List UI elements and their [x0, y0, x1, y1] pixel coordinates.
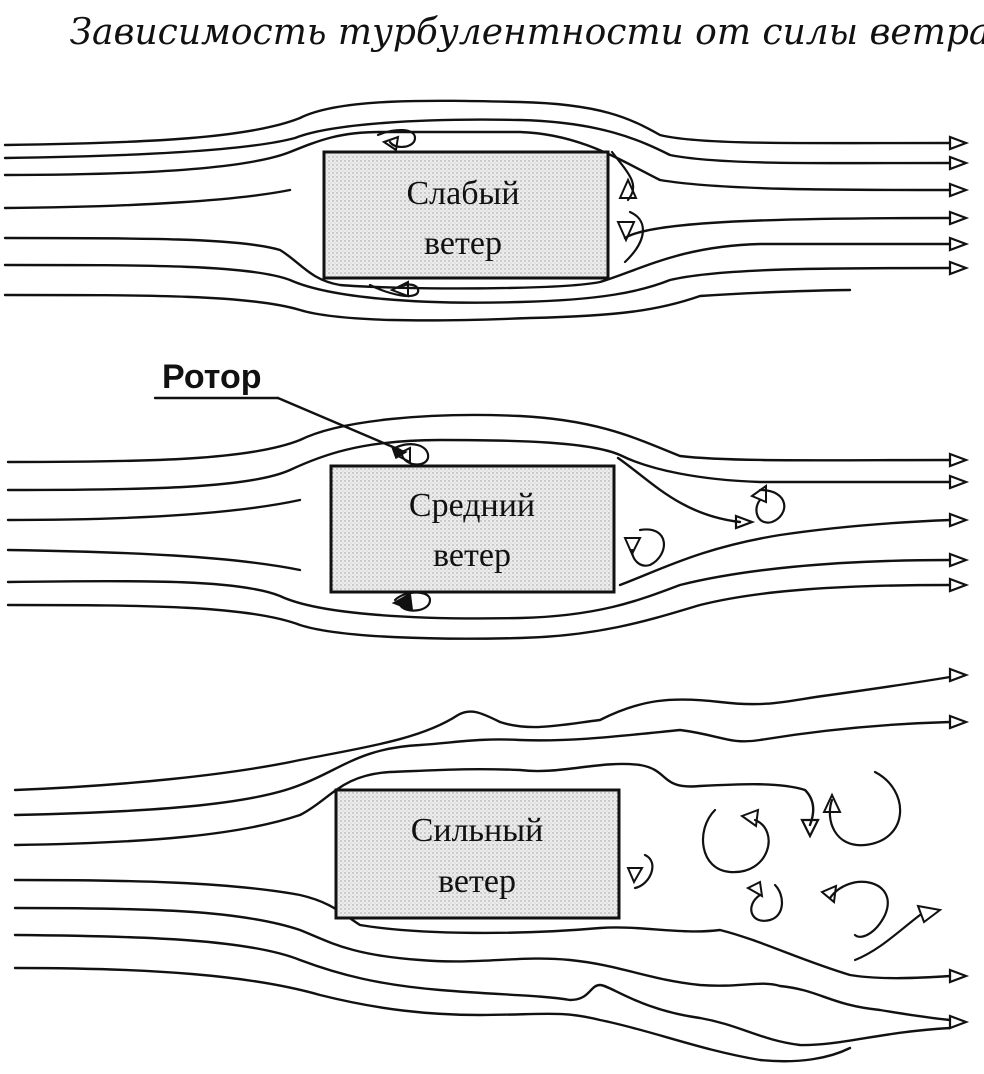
- obstacle-box: [334, 788, 621, 920]
- arrowhead: [948, 182, 970, 198]
- vortex: [368, 283, 420, 298]
- arrowhead: [618, 177, 638, 199]
- arrowhead: [800, 818, 820, 839]
- arrowhead: [948, 260, 970, 276]
- arrowhead: [822, 792, 842, 813]
- vortex: [853, 913, 922, 962]
- vortex: [623, 210, 644, 264]
- streamline: [13, 675, 952, 792]
- box-label-line2: ветер: [438, 863, 516, 900]
- box-label-line2: ветер: [433, 537, 511, 574]
- arrowhead: [948, 135, 970, 151]
- obstacle-box: [329, 464, 616, 594]
- arrowhead: [948, 452, 970, 468]
- arrowhead: [616, 221, 636, 243]
- vortex: [701, 808, 770, 874]
- arrowhead: [391, 592, 414, 612]
- medium-wind-arrowheads: [734, 452, 970, 593]
- streamline: [13, 762, 815, 847]
- arrowhead: [948, 155, 970, 171]
- arrowhead: [381, 135, 400, 152]
- weak-wind-arrowheads: [948, 135, 970, 276]
- panel-medium-wind: Ротор: [6, 358, 970, 640]
- vortex: [755, 488, 786, 524]
- vortex: [633, 853, 654, 890]
- streamline: [13, 906, 952, 1022]
- box-label-line2: ветер: [424, 225, 502, 262]
- streamline: [3, 118, 952, 165]
- streamline: [3, 188, 292, 210]
- arrowhead: [739, 808, 760, 828]
- streamline: [616, 456, 742, 524]
- strong-wind-streamlines: [13, 675, 952, 1063]
- arrowhead: [948, 1014, 970, 1030]
- rotor-pointer: [276, 396, 402, 452]
- arrowhead: [948, 210, 970, 226]
- streamline: [13, 878, 952, 980]
- arrowhead: [389, 280, 409, 298]
- arrowhead: [745, 880, 764, 898]
- vortex: [610, 150, 635, 202]
- arrowhead: [623, 537, 642, 557]
- vortex: [828, 770, 902, 847]
- arrowhead: [948, 474, 970, 490]
- arrowhead: [948, 236, 970, 252]
- streamline: [6, 498, 302, 522]
- arrowhead: [749, 484, 767, 504]
- medium-wind-vortices: [391, 443, 786, 612]
- medium-wind-streamlines: [6, 413, 952, 640]
- streamline: [6, 548, 302, 572]
- vortex: [393, 591, 432, 612]
- vortex: [828, 880, 889, 938]
- box-label-line1: Средний: [409, 487, 535, 524]
- streamline: [13, 966, 852, 1063]
- streamline: [6, 413, 952, 464]
- streamline: [13, 933, 952, 1047]
- streamline: [3, 99, 952, 147]
- strong-wind-arrowheads: [800, 667, 970, 1030]
- streamline: [6, 583, 952, 640]
- arrowhead: [916, 904, 943, 924]
- panel-strong-wind: Сильный ветер: [13, 667, 970, 1063]
- weak-wind-streamlines: [3, 99, 952, 322]
- arrowhead: [734, 514, 756, 530]
- streamline: [3, 130, 952, 192]
- streamline: [618, 518, 952, 587]
- arrowhead: [948, 667, 970, 683]
- box-label-line1: Сильный: [411, 812, 544, 849]
- streamline: [3, 288, 852, 322]
- arrowhead: [948, 577, 970, 593]
- arrowhead: [948, 714, 970, 730]
- streamline: [623, 216, 952, 240]
- streamline: [6, 438, 952, 492]
- arrowhead: [948, 512, 970, 528]
- streamline: [3, 236, 952, 290]
- arrowhead: [820, 884, 838, 904]
- vortex: [750, 883, 783, 922]
- obstacle-box: [322, 150, 610, 280]
- arrowhead: [948, 552, 970, 568]
- vortex: [630, 528, 665, 567]
- panel-weak-wind: Слабый ветер: [3, 99, 970, 322]
- streamline: [13, 720, 952, 817]
- box-label-line1: Слабый: [406, 175, 519, 212]
- weak-wind-vortices: [368, 129, 644, 298]
- arrowhead: [626, 867, 644, 885]
- streamline: [6, 558, 952, 620]
- rotor-label: Ротор: [162, 358, 262, 396]
- strong-wind-vortices: [626, 770, 943, 962]
- arrowhead: [393, 446, 411, 464]
- diagram-title: Зависимость турбулентности от силы ветра: [70, 12, 984, 53]
- streamline: [3, 263, 952, 304]
- arrowhead: [948, 968, 970, 984]
